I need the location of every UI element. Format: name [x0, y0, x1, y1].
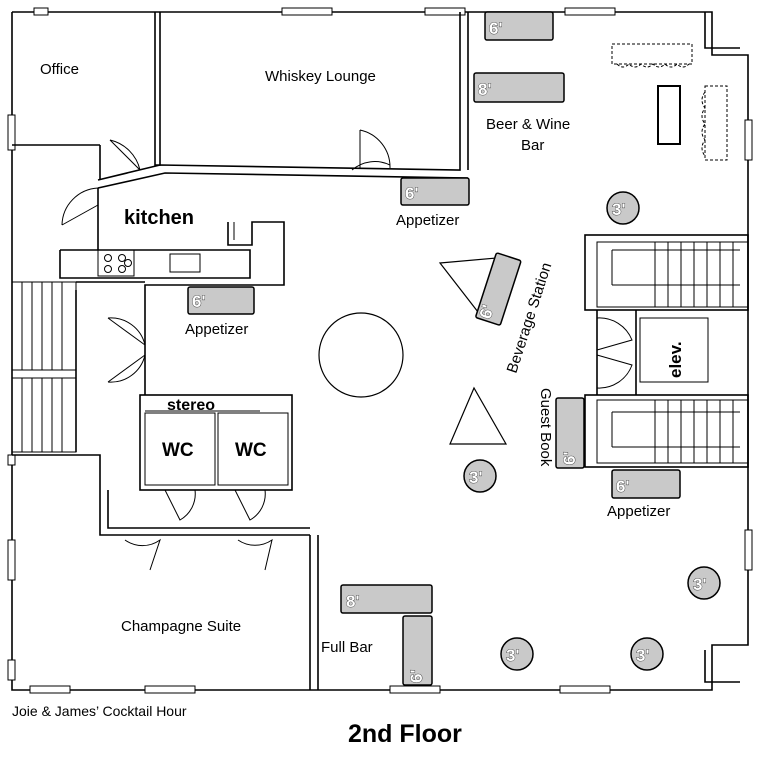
table-appetizer-right-6: [611, 469, 681, 499]
label-full-bar-8: 8': [346, 592, 360, 611]
outer-walls: [11, 11, 749, 691]
label-round-4: 3': [506, 646, 520, 665]
label-round-3: 3': [693, 575, 707, 594]
appetizer-top-label: Appetizer: [396, 212, 459, 229]
wc-right-label: WC: [235, 440, 267, 461]
guest-book-label: Guest Book: [537, 388, 554, 467]
room-champagne-suite: Champagne Suite: [121, 618, 241, 635]
office-walls: [12, 12, 469, 226]
floor-title: 2nd Floor: [348, 720, 462, 748]
label-appetizer-left-6: 6': [192, 292, 206, 311]
label-bar-top-6: 6': [489, 19, 503, 38]
table-appetizer-left-6: [187, 286, 255, 315]
round-table-2: [463, 459, 497, 493]
room-kitchen: kitchen: [124, 207, 194, 229]
label-beverage-6: 6': [476, 303, 498, 322]
label-appetizer-right-6: 6': [616, 477, 630, 496]
round-tables[interactable]: [463, 191, 721, 671]
table-appetizer-top-6: [400, 177, 470, 206]
label-appetizer-top-6: 6': [405, 184, 419, 203]
right-stairs-elevator: [584, 234, 749, 468]
table-full-bar-8: [340, 584, 433, 614]
room-full-bar: Full Bar: [321, 639, 373, 656]
stereo-label: stereo: [167, 397, 215, 414]
table-full-bar-6: [402, 615, 433, 686]
label-bar-8: 8': [478, 80, 492, 99]
round-table-4: [500, 637, 534, 671]
round-table-3: [687, 566, 721, 600]
label-guest-book-6: 6': [560, 452, 579, 466]
wc-left-label: WC: [162, 440, 194, 461]
room-whiskey-lounge: Whiskey Lounge: [265, 68, 376, 85]
bar-fixtures: [611, 43, 728, 161]
room-office: Office: [40, 61, 79, 78]
table-bar-8: [473, 72, 565, 103]
table-beverage-6: [475, 252, 522, 326]
appetizer-left-label: Appetizer: [185, 321, 248, 338]
appetizer-right-label: Appetizer: [607, 503, 670, 520]
windows: [7, 7, 753, 694]
rect-tables[interactable]: [187, 11, 681, 686]
wc-block: [12, 394, 319, 690]
round-table-5: [630, 637, 664, 671]
room-beer-wine-2: Bar: [521, 137, 544, 154]
caption: Joie & James’ Cocktail Hour: [12, 703, 187, 719]
label-round-5: 3': [636, 646, 650, 665]
round-table-1: [606, 191, 640, 225]
elevator-label: elev.: [666, 341, 685, 378]
label-full-bar-6: 6': [407, 670, 426, 684]
left-stairs: [11, 281, 146, 453]
kitchen-area: [59, 188, 285, 395]
label-round-2: 3': [469, 468, 483, 487]
table-guest-book-6: [555, 397, 585, 469]
table-bar-top-6: [484, 11, 554, 41]
label-round-1: 3': [612, 200, 626, 219]
furniture: [318, 257, 508, 445]
room-beer-wine-1: Beer & Wine: [486, 116, 570, 133]
